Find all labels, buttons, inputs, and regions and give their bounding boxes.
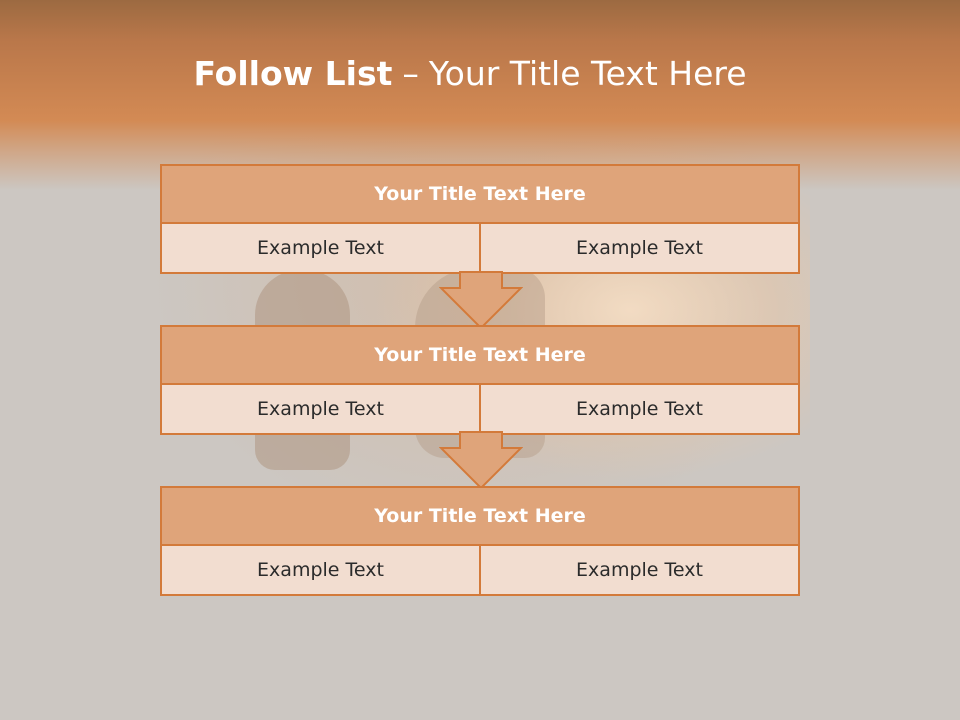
down-arrow-icon <box>439 431 523 490</box>
block-cell-left: Example Text <box>162 546 479 594</box>
title-band <box>0 0 960 190</box>
slide-title-separator: – <box>402 54 419 93</box>
block-cell-right: Example Text <box>479 385 798 433</box>
list-block: Your Title Text Here Example Text Exampl… <box>160 325 800 435</box>
block-cell-right: Example Text <box>479 224 798 272</box>
slide-title-bold: Follow List <box>193 54 393 93</box>
block-row: Example Text Example Text <box>162 546 798 594</box>
block-row: Example Text Example Text <box>162 224 798 272</box>
block-cell-left: Example Text <box>162 385 479 433</box>
block-title: Your Title Text Here <box>162 488 798 546</box>
slide-title: Follow List–Your Title Text Here <box>0 54 940 93</box>
down-arrow-icon <box>439 271 523 330</box>
block-title: Your Title Text Here <box>162 327 798 385</box>
block-title: Your Title Text Here <box>162 166 798 224</box>
slide-title-rest: Your Title Text Here <box>428 54 747 93</box>
block-cell-right: Example Text <box>479 546 798 594</box>
list-block: Your Title Text Here Example Text Exampl… <box>160 164 800 274</box>
block-row: Example Text Example Text <box>162 385 798 433</box>
block-cell-left: Example Text <box>162 224 479 272</box>
list-block: Your Title Text Here Example Text Exampl… <box>160 486 800 596</box>
